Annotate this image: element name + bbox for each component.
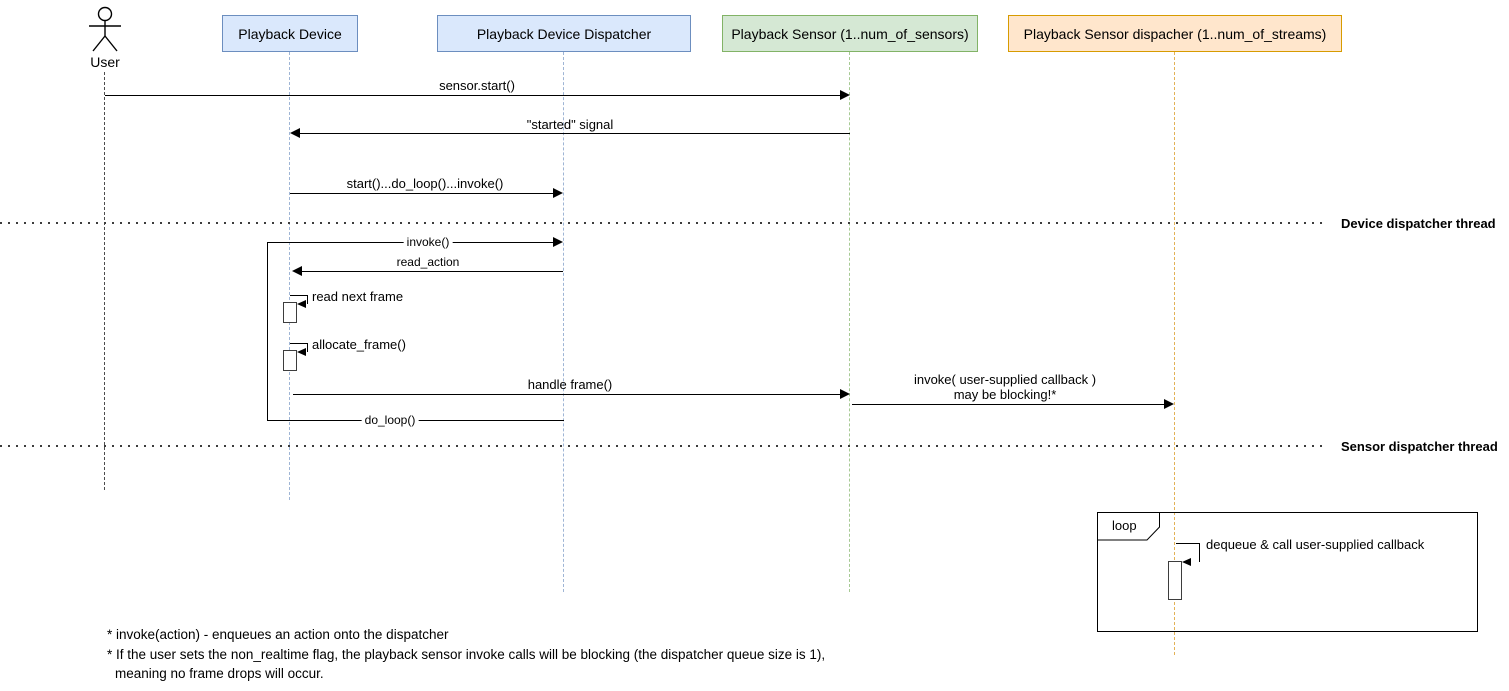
message-label-dequeue-callback: dequeue & call user-supplied callback [1206, 537, 1425, 552]
arrowhead-left-icon [297, 300, 306, 308]
lifeline-playback-device [289, 52, 290, 500]
message-label-handle-frame: handle frame() [527, 377, 613, 392]
message-label-invoke-callback-2: may be blocking!* [953, 387, 1057, 402]
lifeline-playback-sensor [849, 52, 850, 592]
arrowhead-right-icon [553, 188, 563, 198]
arrowhead-right-icon [553, 237, 563, 247]
message-label-read-next-frame: read next frame [312, 289, 404, 304]
arrowhead-left-icon [1182, 558, 1191, 566]
arrowhead-right-icon [840, 90, 850, 100]
activation-bar [283, 350, 297, 371]
lifeline-device-dispatcher [563, 52, 564, 592]
message-label-start-do-loop: start()...do_loop()...invoke() [346, 176, 504, 191]
message-line-read-action [301, 271, 563, 272]
loopback-bracket-line [267, 242, 268, 421]
activation-bar [283, 302, 297, 323]
activation-bar [1168, 561, 1182, 600]
message-label-invoke: invoke() [403, 235, 453, 250]
message-label-allocate-frame: allocate_frame() [312, 337, 406, 352]
message-label-sensor-start: sensor.start() [439, 78, 515, 93]
participant-playback-sensor-dispatcher: Playback Sensor dispacher (1..num_of_str… [1008, 15, 1342, 52]
message-label-do-loop: do_loop() [361, 413, 419, 428]
message-line-started-signal [299, 133, 850, 134]
message-label-read-action: read_action [396, 255, 460, 269]
participant-playback-sensor: Playback Sensor (1..num_of_sensors) [722, 15, 978, 52]
loop-fragment-box [1097, 512, 1478, 632]
self-message-hook [290, 295, 308, 304]
separator-label-device-thread: Device dispatcher thread [1341, 216, 1496, 231]
message-line-start-do-loop [290, 193, 555, 194]
message-line-handle-frame [293, 394, 841, 395]
message-line-invoke-callback [852, 404, 1165, 405]
separator-device-dispatcher-thread [0, 222, 1322, 224]
actor-label: User [90, 54, 120, 70]
footnote-line-2: * If the user sets the non_realtime flag… [107, 647, 826, 662]
footnote-line-3: meaning no frame drops will occur. [115, 666, 324, 681]
arrowhead-left-icon [290, 128, 300, 138]
user-actor-icon [89, 6, 121, 52]
arrowhead-right-icon [1164, 399, 1174, 409]
arrowhead-left-icon [297, 348, 306, 356]
loop-fragment-pentagon [1097, 512, 1160, 541]
message-line-sensor-start [105, 95, 841, 96]
separator-sensor-dispatcher-thread [0, 445, 1322, 447]
participant-playback-device-dispatcher: Playback Device Dispatcher [437, 15, 691, 52]
self-message-hook [1176, 543, 1200, 562]
message-label-invoke-callback-1: invoke( user-supplied callback ) [913, 372, 1097, 387]
footnote-line-1: * invoke(action) - enqueues an action on… [107, 627, 449, 642]
separator-label-sensor-thread: Sensor dispatcher thread [1341, 439, 1498, 454]
message-label-started-signal: "started" signal [526, 117, 614, 132]
loop-fragment-label: loop [1112, 518, 1137, 533]
arrowhead-left-icon [292, 266, 302, 276]
lifeline-sensor-dispatcher [1174, 52, 1175, 655]
self-message-hook [290, 343, 308, 352]
lifeline-user [104, 72, 105, 490]
arrowhead-right-icon [840, 389, 850, 399]
participant-playback-device: Playback Device [222, 15, 358, 52]
